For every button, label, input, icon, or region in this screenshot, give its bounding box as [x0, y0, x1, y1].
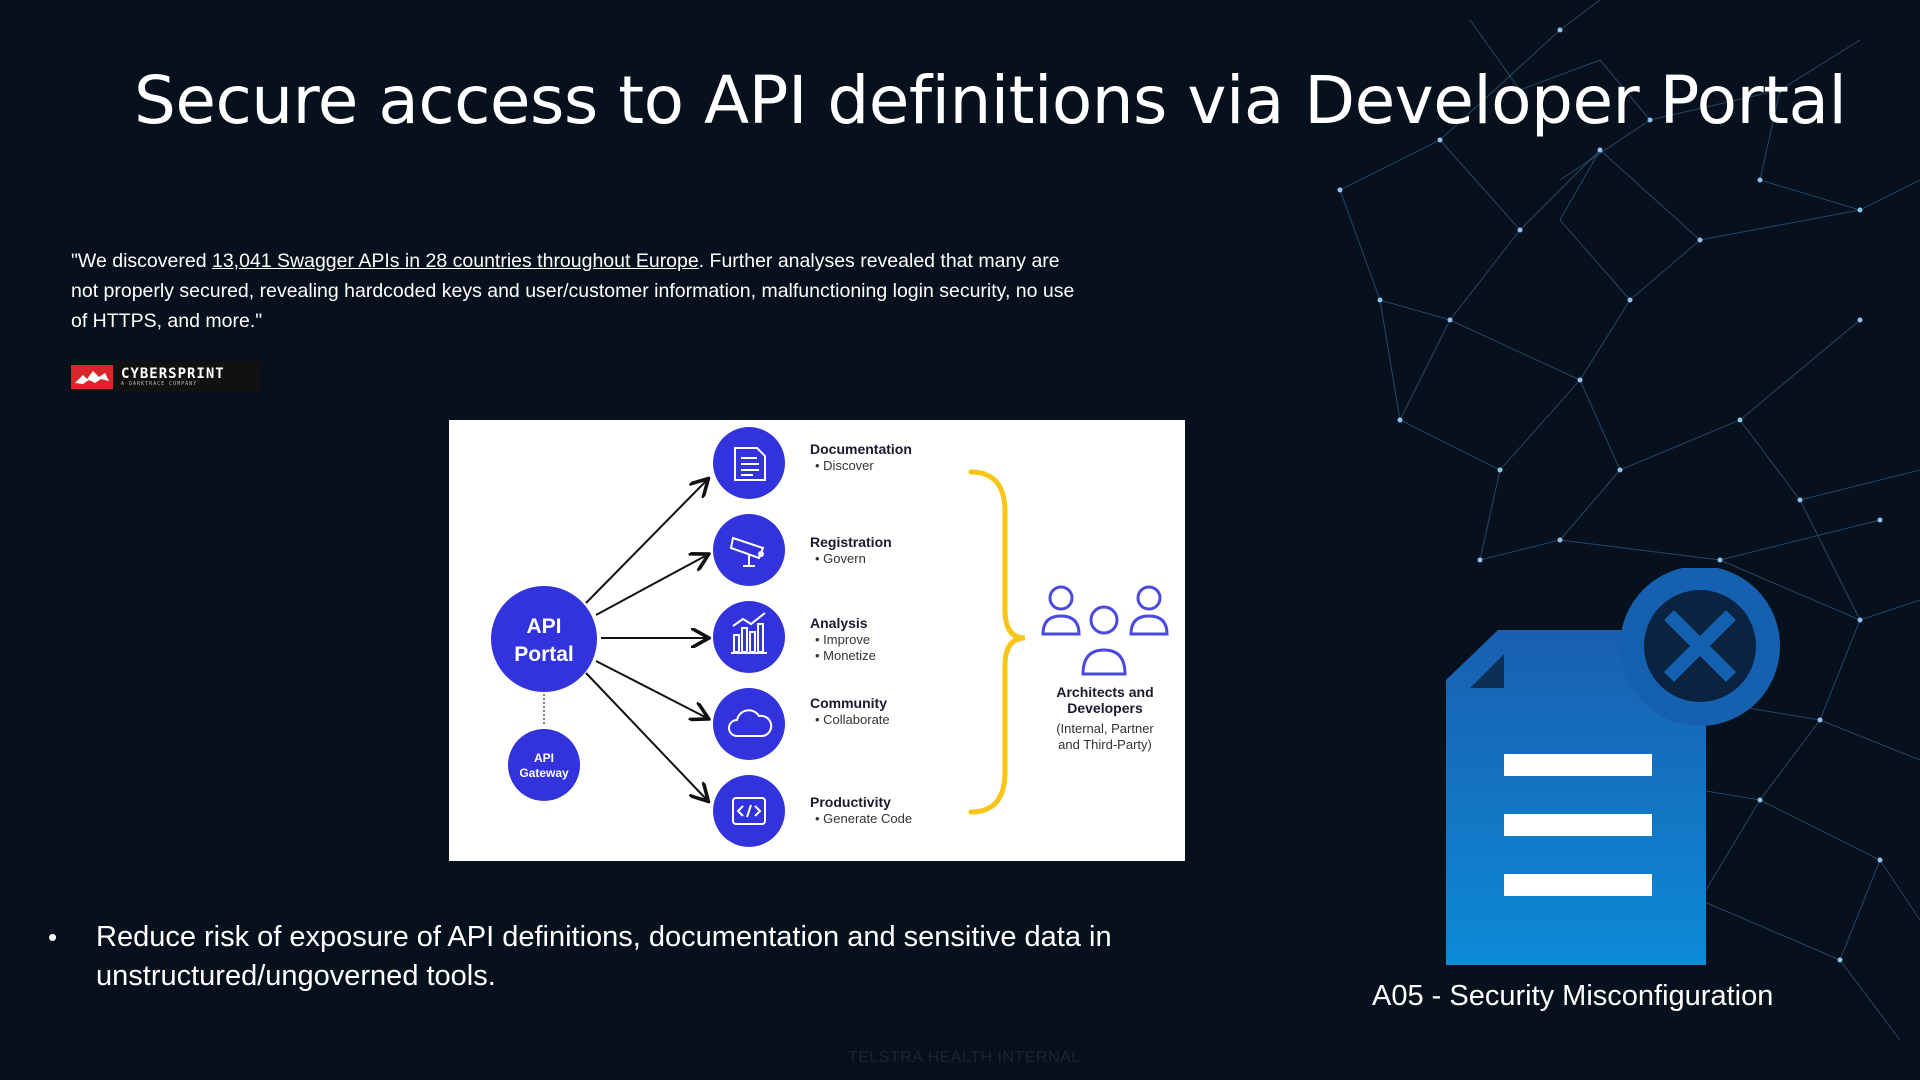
feature-label: Documentation	[810, 441, 912, 457]
code-icon	[732, 797, 766, 825]
audience-line3: (Internal, Partner	[1056, 721, 1154, 736]
feature-registration: Registration • Govern	[713, 514, 892, 586]
quote-text: "We discovered 13,041 Swagger APIs in 28…	[71, 246, 1081, 336]
feature-documentation: Documentation • Discover	[713, 427, 912, 499]
logo-name: CYBERSPRINT	[121, 365, 225, 382]
feature-bullet: • Improve	[815, 632, 870, 647]
close-icon	[1620, 568, 1780, 726]
document-error-icon	[1446, 568, 1780, 965]
cloud-icon	[728, 709, 773, 737]
audience-line2: Developers	[1067, 700, 1143, 716]
feature-productivity: Productivity • Generate Code	[713, 775, 912, 847]
api-gateway-node	[508, 729, 580, 801]
cybersprint-logo: CYBERSPRINT A DARKTRACE COMPANY	[71, 361, 260, 392]
feature-bullet: • Collaborate	[815, 712, 890, 727]
grouping-brace	[968, 469, 1026, 815]
audience-line4: and Third-Party)	[1058, 737, 1152, 752]
icon-caption: A05 - Security Misconfiguration	[1372, 980, 1774, 1012]
people-icon	[1041, 585, 1169, 676]
feature-analysis: Analysis • Improve • Monetize	[713, 601, 876, 673]
feature-bullet: • Discover	[815, 458, 874, 473]
api-gateway-line1: API	[534, 751, 554, 765]
slide-title: Secure access to API definitions via Dev…	[134, 62, 1847, 139]
cybersprint-logo-icon	[71, 364, 113, 389]
quote-prefix: "We discovered	[71, 250, 212, 272]
bar-chart-icon	[731, 612, 767, 654]
logo-tagline: A DARKTRACE COMPANY	[121, 380, 198, 387]
feature-label: Analysis	[810, 615, 868, 631]
api-portal-line2: Portal	[514, 643, 574, 666]
feature-label: Registration	[810, 534, 892, 550]
audience-line1: Architects and	[1056, 684, 1153, 700]
footer-classification: TELSTRA HEALTH INTERNAL	[848, 1049, 1081, 1066]
camera-icon	[729, 536, 765, 567]
quote-suffix: . Further analyses revealed that many ar…	[71, 250, 1075, 332]
portal-arrows	[585, 480, 707, 800]
feature-bullet: • Govern	[815, 551, 866, 566]
api-portal-diagram: API Portal API Gateway Documentation • D…	[449, 420, 1185, 861]
api-gateway-line2: Gateway	[519, 766, 569, 780]
bullet-text: Reduce risk of exposure of API definitio…	[96, 921, 1112, 992]
api-portal-line1: API	[526, 615, 561, 638]
quote-link[interactable]: 13,041 Swagger APIs in 28 countries thro…	[211, 250, 699, 272]
feature-label: Productivity	[810, 794, 891, 810]
feature-label: Community	[810, 695, 887, 711]
feature-bullet: • Monetize	[815, 648, 876, 663]
document-icon	[734, 447, 766, 481]
feature-community: Community • Collaborate	[713, 688, 890, 760]
bullet-point: • Reduce risk of exposure of API definit…	[48, 918, 1168, 996]
bullet-dot: •	[48, 922, 58, 952]
feature-bullet: • Generate Code	[815, 811, 912, 826]
api-portal-node	[491, 586, 597, 692]
